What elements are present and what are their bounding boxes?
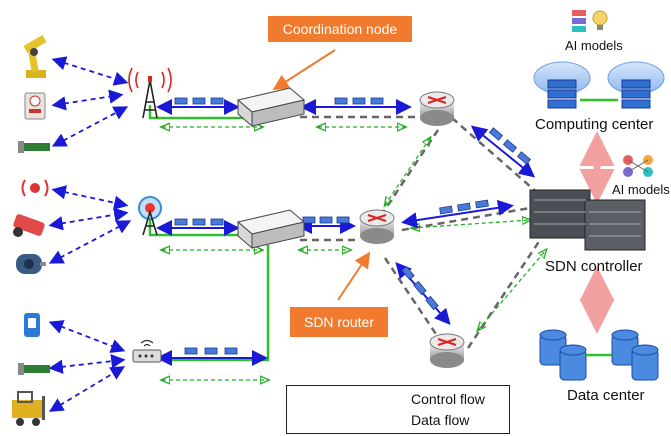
router-icon-bottom	[429, 333, 465, 368]
server-rack-icon	[529, 189, 646, 251]
sensor-module-icon-2	[18, 363, 50, 375]
forklift-icon	[12, 391, 45, 426]
coordination-node-callout: Coordination node	[268, 16, 412, 42]
coordination-node-box-1	[236, 87, 306, 128]
smart-meter-icon	[24, 92, 46, 120]
callout-pointer-router	[337, 251, 371, 301]
wifi-router-icon	[132, 339, 162, 363]
callout-pointer-coordination	[272, 49, 336, 91]
device-links	[48, 56, 132, 412]
data-packets	[174, 97, 532, 355]
wireless-tower-icon	[138, 196, 162, 236]
ai-model-icon	[572, 10, 608, 32]
control-flows	[162, 127, 546, 380]
motor-icon	[16, 254, 46, 274]
router-icon-middle	[359, 209, 395, 244]
camera-icon	[13, 214, 45, 237]
legend-control-flow-label: Control flow	[411, 391, 485, 407]
router-icon-top	[419, 91, 455, 126]
sdn-router-label: SDN router	[303, 314, 375, 330]
coordination-node-label: Coordination node	[282, 21, 398, 37]
robot-arm-icon	[23, 35, 47, 78]
ai-models-side-label: AI models	[612, 182, 670, 197]
legend: Control flow Data flow	[286, 385, 510, 434]
legend-data-flow-label: Data flow	[411, 412, 470, 428]
cloud-server-icon	[533, 61, 665, 109]
sdn-controller-label: SDN controller	[545, 258, 643, 275]
coordination-node-box-2	[236, 209, 306, 250]
sdn-router-callout: SDN router	[290, 307, 388, 337]
ai-models-top-label: AI models	[565, 38, 623, 53]
computing-center-label: Computing center	[535, 116, 654, 133]
data-center-label: Data center	[567, 387, 645, 404]
database-icon	[539, 329, 659, 381]
alarm-icon	[21, 179, 49, 197]
sensor-module-icon	[18, 141, 50, 153]
data-flows	[156, 99, 536, 366]
ai-model-icon-2	[623, 155, 653, 177]
cell-tower-icon	[128, 67, 172, 119]
smart-plug-icon	[24, 313, 40, 337]
